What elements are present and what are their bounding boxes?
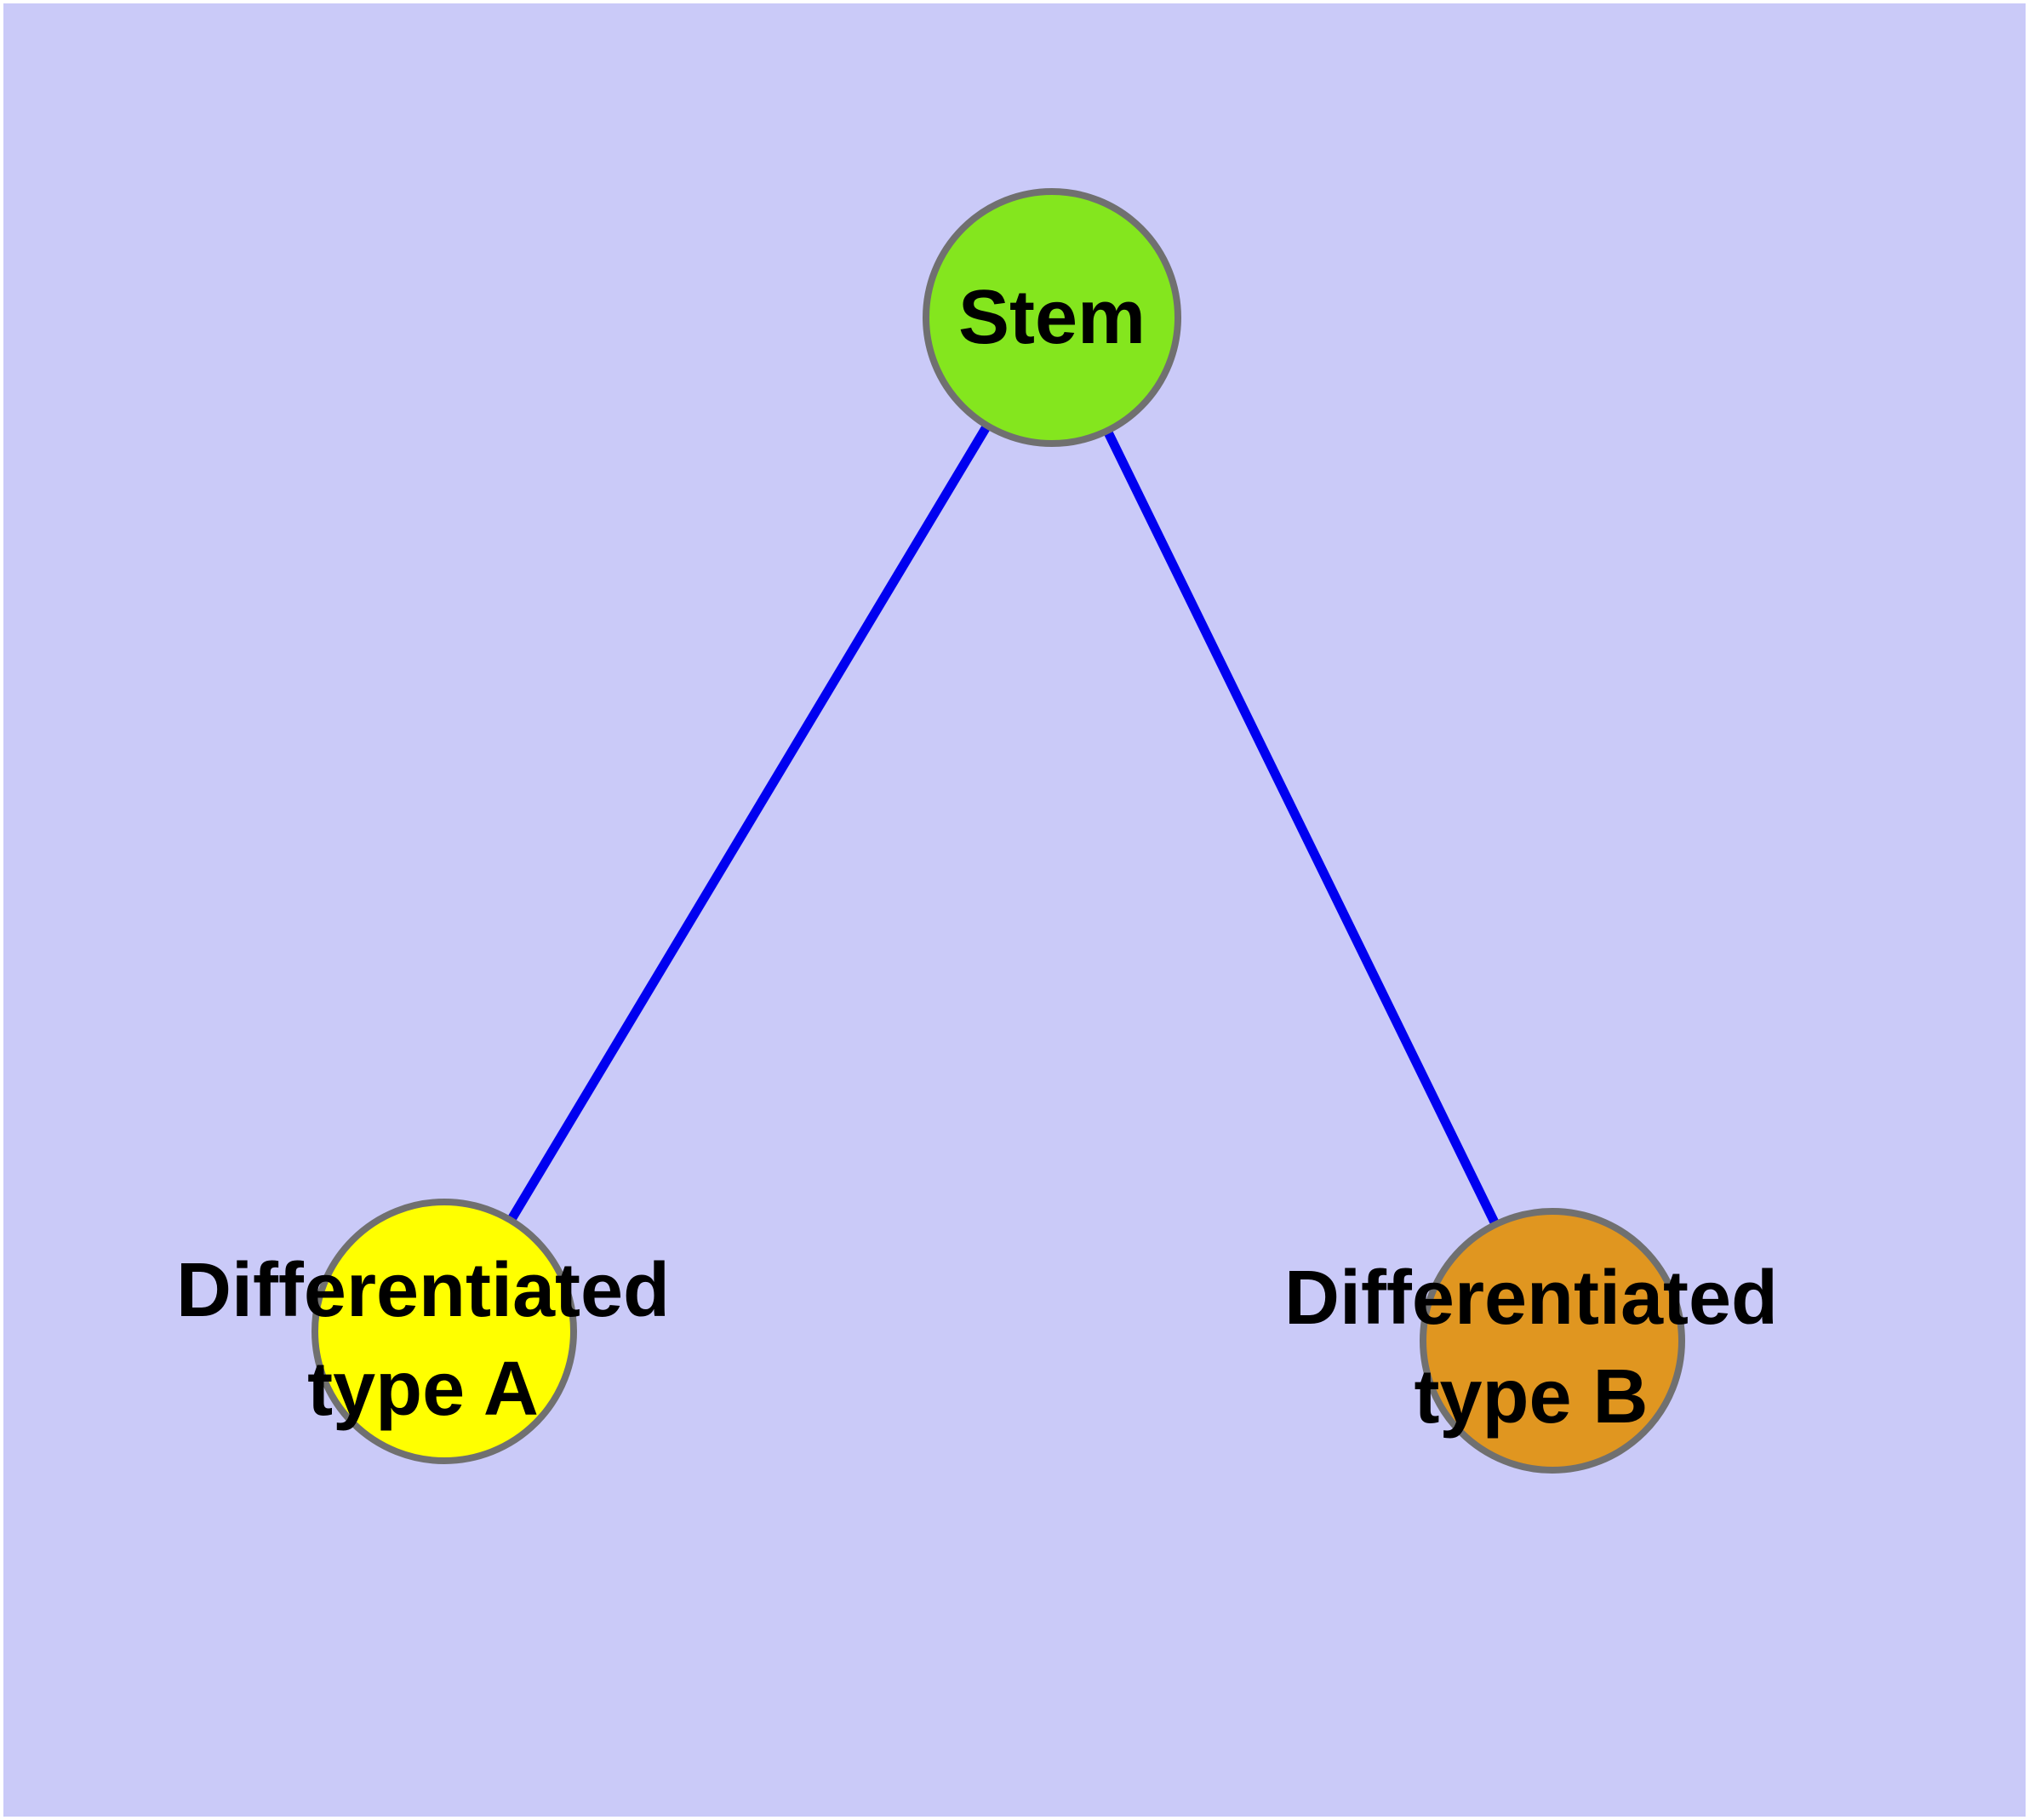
node-circle-stem	[923, 188, 1181, 447]
node-circle-differentiated-type-b	[1420, 1208, 1685, 1474]
edge-stem-to-differentiated-type-b	[1048, 315, 1557, 1343]
node-stem: Stem	[923, 188, 1181, 447]
edge-stem-to-differentiated-type-a	[440, 315, 1056, 1334]
node-circle-differentiated-type-a	[311, 1199, 577, 1464]
edges-layer	[440, 315, 1557, 1343]
